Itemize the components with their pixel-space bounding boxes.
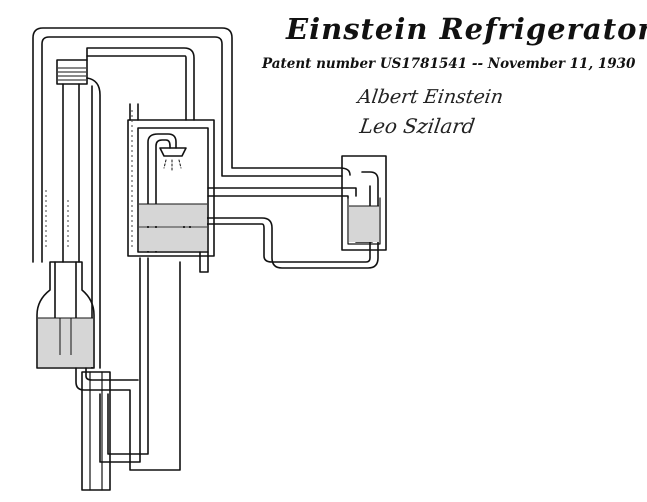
bottom-u-pipe-outer [75, 261, 181, 471]
liquid-generator-upper [139, 204, 207, 226]
upper-connector-pipe-outer [86, 47, 195, 121]
diagram-title: Einstein Refrigerator [286, 12, 647, 46]
liquid-evaporator [349, 206, 379, 242]
evaporator-feed-pipe [207, 187, 357, 199]
vertical-tube [62, 83, 80, 263]
lower-return-pipe [99, 257, 149, 463]
top-loop-pipe-outer [32, 27, 351, 263]
liquid-absorber [38, 318, 93, 367]
inner-bend-tube [147, 133, 177, 253]
generator-inner [137, 127, 209, 253]
top-loop-pipe-inner [41, 36, 343, 263]
patent-subtitle: Patent number US1781541 -- November 11, … [262, 56, 636, 72]
absorber-vessel [36, 261, 95, 369]
evaporator-return-pipe [183, 171, 379, 269]
liquid-generator-lower [139, 228, 207, 251]
generator-feed-pipe [129, 103, 139, 121]
generator-outlet [199, 251, 209, 273]
bottom-u-pipe-inner [85, 367, 139, 381]
evaporator-vessel [341, 155, 387, 251]
upper-connector-pipe-inner [86, 55, 187, 121]
reservoir-side-pipe [86, 77, 101, 369]
shower-head-icon [159, 147, 187, 157]
heat-exchanger-block [81, 371, 111, 491]
top-reservoir [56, 59, 88, 85]
